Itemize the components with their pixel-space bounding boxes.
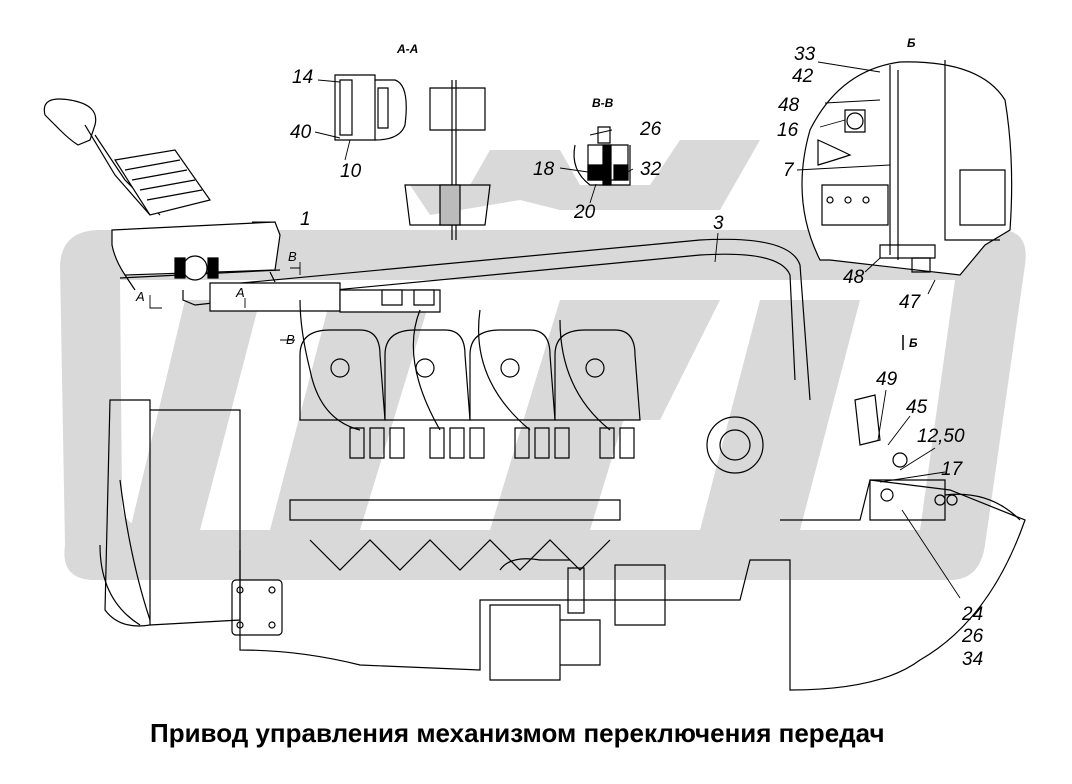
callout-34: 34 — [962, 649, 984, 670]
lever-boot — [115, 150, 210, 215]
lever-housing — [112, 222, 280, 275]
watermark-letter — [700, 300, 860, 530]
injectors — [350, 428, 634, 458]
callout-45: 45 — [906, 397, 928, 418]
callout-42: 42 — [792, 66, 814, 87]
section-mark-v-bottom: В — [286, 332, 295, 347]
callout-10: 10 — [340, 161, 362, 182]
section-label-aa: А-А — [397, 42, 419, 56]
watermark-letter — [560, 300, 720, 420]
watermark-letter — [270, 300, 430, 530]
control-rod — [220, 239, 810, 400]
starter-motor — [490, 605, 600, 680]
section-label-vv: В-В — [592, 96, 614, 110]
callout-1: 1 — [300, 209, 311, 230]
callout-47: 47 — [899, 292, 921, 313]
flywheel-housing — [105, 400, 240, 626]
callout-18: 18 — [533, 159, 555, 180]
callout-49: 49 — [876, 369, 898, 390]
lever-knob — [44, 99, 95, 145]
detail-b-outline — [802, 62, 1012, 275]
diagram-caption: Привод управления механизмом переключени… — [150, 718, 885, 748]
callout-48-bottom: 48 — [843, 267, 865, 288]
callout-20: 20 — [574, 202, 596, 223]
section-vv-view — [574, 127, 630, 185]
callout-12-50: 12,50 — [917, 426, 965, 447]
section-mark-a-right: А — [236, 285, 245, 300]
callout-33: 33 — [794, 44, 816, 65]
callout-7: 7 — [783, 160, 794, 181]
watermark-gear — [410, 140, 760, 215]
section-mark-v-top: В — [288, 249, 297, 264]
callout-40: 40 — [290, 122, 312, 143]
turbocharger — [707, 417, 763, 473]
callout-3: 3 — [713, 213, 724, 234]
line-art — [44, 60, 1025, 690]
section-arrow-b: Б — [909, 336, 918, 350]
callout-26-top: 26 — [640, 119, 662, 140]
gearbox-housing — [240, 480, 1025, 690]
callout-leaders — [252, 62, 960, 598]
callout-32: 32 — [640, 159, 662, 180]
section-aa-view — [335, 75, 490, 240]
cylinder-heads — [300, 330, 640, 420]
callout-24: 24 — [962, 604, 984, 625]
section-label-b: Б — [907, 36, 916, 50]
callout-17: 17 — [941, 459, 963, 480]
callout-48-top: 48 — [778, 95, 800, 116]
callout-14: 14 — [292, 67, 314, 88]
section-mark-a-left: А — [136, 289, 145, 304]
watermark-letter — [130, 300, 260, 530]
callout-26-bottom: 26 — [962, 626, 984, 647]
exhaust-manifold — [290, 500, 620, 570]
callout-16: 16 — [777, 120, 799, 141]
